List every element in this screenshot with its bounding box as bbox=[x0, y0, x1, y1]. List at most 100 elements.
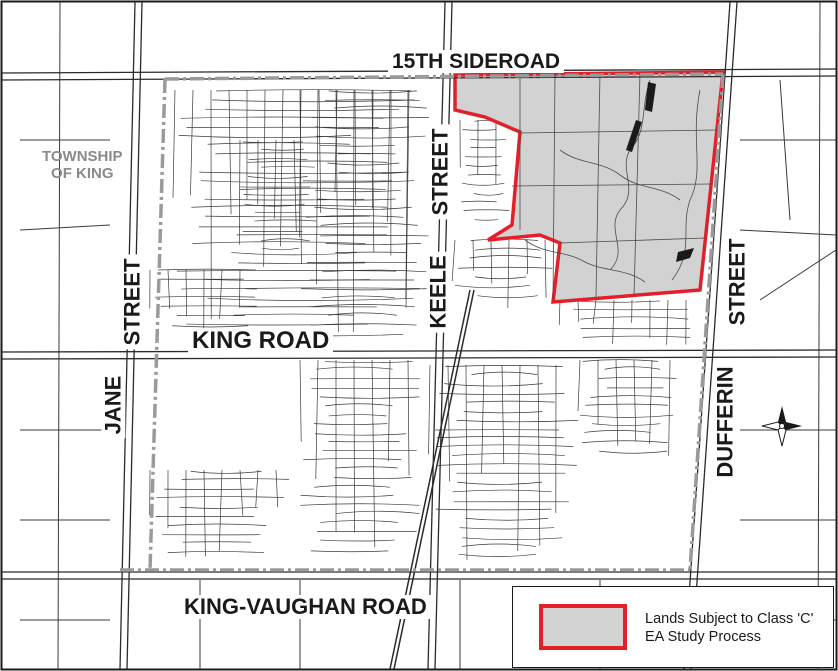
subdivision-street bbox=[582, 440, 668, 444]
subdivision-street bbox=[185, 269, 188, 317]
local-road bbox=[779, 79, 791, 221]
subdivision-street bbox=[462, 129, 497, 131]
subdivision-street bbox=[457, 266, 553, 269]
dufferin-street-label: STREET bbox=[724, 234, 750, 330]
subdivision-street bbox=[352, 89, 355, 332]
subdivision-street bbox=[311, 117, 429, 119]
subdivision-street bbox=[461, 543, 536, 547]
subdivision-street bbox=[444, 383, 543, 387]
compass-north-arrow-icon bbox=[761, 406, 802, 447]
subdivision-street bbox=[275, 469, 279, 508]
subdivision-street bbox=[192, 241, 366, 244]
subdivision-street bbox=[255, 211, 301, 214]
subdivision-street bbox=[458, 553, 537, 557]
keele-label: KEELE bbox=[426, 251, 451, 333]
subdivision-street bbox=[335, 466, 398, 469]
subdivision-street bbox=[308, 304, 415, 308]
subdivision-street bbox=[577, 359, 581, 412]
subdivision-street bbox=[517, 364, 521, 551]
subdivision-street bbox=[301, 288, 428, 291]
subdivision-street bbox=[242, 141, 303, 144]
subdivision-street bbox=[456, 420, 579, 423]
subdivision-street bbox=[205, 215, 370, 218]
subdivision-street bbox=[481, 364, 485, 474]
subdivision-street bbox=[186, 323, 369, 326]
subdivision-street bbox=[248, 158, 308, 161]
local-road bbox=[19, 224, 111, 231]
subdivision-street bbox=[465, 364, 468, 561]
subdivision-street bbox=[407, 359, 410, 476]
subdivision-street bbox=[156, 496, 285, 498]
subdivision-street bbox=[490, 239, 493, 284]
pond-3 bbox=[676, 248, 694, 262]
subdivision-street bbox=[261, 238, 310, 242]
subdivision-street bbox=[335, 89, 339, 333]
subdivision-street bbox=[577, 299, 580, 322]
subdivision-street bbox=[469, 255, 542, 259]
subdivision-street bbox=[179, 506, 258, 509]
pond-2 bbox=[626, 120, 642, 152]
subdivision-streets bbox=[149, 89, 691, 561]
subdivision-street bbox=[316, 366, 393, 370]
jane-label: JANE bbox=[100, 371, 126, 439]
subdivision-street bbox=[320, 222, 418, 226]
map-legend: Lands Subject to Class 'C' EA Study Proc… bbox=[512, 586, 834, 668]
subdivision-street bbox=[666, 299, 669, 345]
local-road bbox=[57, 1, 61, 671]
subdivision-street bbox=[612, 299, 615, 344]
subdivision-street bbox=[328, 414, 387, 417]
subdivision-street bbox=[231, 252, 357, 256]
subdivision-street bbox=[474, 247, 541, 251]
subdivision-street bbox=[262, 247, 300, 251]
subdivision-street bbox=[190, 89, 194, 196]
subdivision-street bbox=[239, 187, 386, 190]
subdivision-street bbox=[318, 89, 322, 213]
subdivision-street bbox=[455, 284, 530, 289]
subdivision-street bbox=[582, 359, 659, 362]
subdivision-street bbox=[467, 174, 501, 176]
subdivision-street bbox=[316, 135, 426, 139]
subdivision-street bbox=[158, 268, 256, 271]
subdivision-street bbox=[436, 436, 564, 439]
subdivision-street bbox=[314, 433, 407, 436]
subdivision-street bbox=[299, 359, 302, 442]
subdivision-street bbox=[604, 366, 660, 370]
subdivision-street bbox=[465, 164, 498, 167]
subdivision-street bbox=[205, 108, 400, 111]
subdivision-street bbox=[592, 423, 661, 426]
legend-swatch-study-area bbox=[539, 604, 627, 650]
subdivision-street bbox=[154, 295, 256, 298]
subdivision-street bbox=[172, 325, 249, 328]
subdivision-street bbox=[452, 489, 552, 493]
subdivision-street bbox=[315, 189, 401, 193]
subdivision-street bbox=[582, 335, 691, 338]
study-area-polygon[interactable] bbox=[453, 70, 725, 304]
subdivision-street bbox=[537, 364, 541, 546]
subdivision-street bbox=[428, 364, 431, 455]
subdivision-street bbox=[599, 450, 668, 454]
subdivision-street bbox=[590, 395, 672, 398]
subdivision-street bbox=[649, 359, 653, 444]
legend-line2: EA Study Process bbox=[645, 629, 762, 646]
local-road bbox=[759, 249, 837, 301]
subdivision-street bbox=[167, 551, 264, 553]
subdivision-street bbox=[325, 403, 393, 407]
fifteenth-sideroad-label: 15TH SIDEROAD bbox=[388, 50, 565, 73]
subdivision-street bbox=[239, 469, 244, 516]
subdivision-street bbox=[580, 414, 674, 418]
subdivision-street bbox=[255, 469, 259, 507]
subdivision-street bbox=[405, 89, 410, 308]
subdivision-street bbox=[580, 316, 689, 320]
subdivision-street bbox=[572, 300, 661, 303]
township-label: TOWNSHIP OF KING bbox=[42, 148, 123, 183]
subdivision-street bbox=[314, 484, 390, 488]
subdivision-street bbox=[475, 276, 527, 280]
dufferin-label: DUFFERIN bbox=[713, 362, 738, 482]
subdivision-street bbox=[451, 453, 565, 456]
subdivision-street bbox=[219, 269, 223, 319]
subdivision-street bbox=[388, 359, 391, 462]
subdivision-street bbox=[321, 295, 395, 299]
subdivision-street bbox=[544, 239, 547, 298]
study-area-features bbox=[511, 72, 718, 301]
